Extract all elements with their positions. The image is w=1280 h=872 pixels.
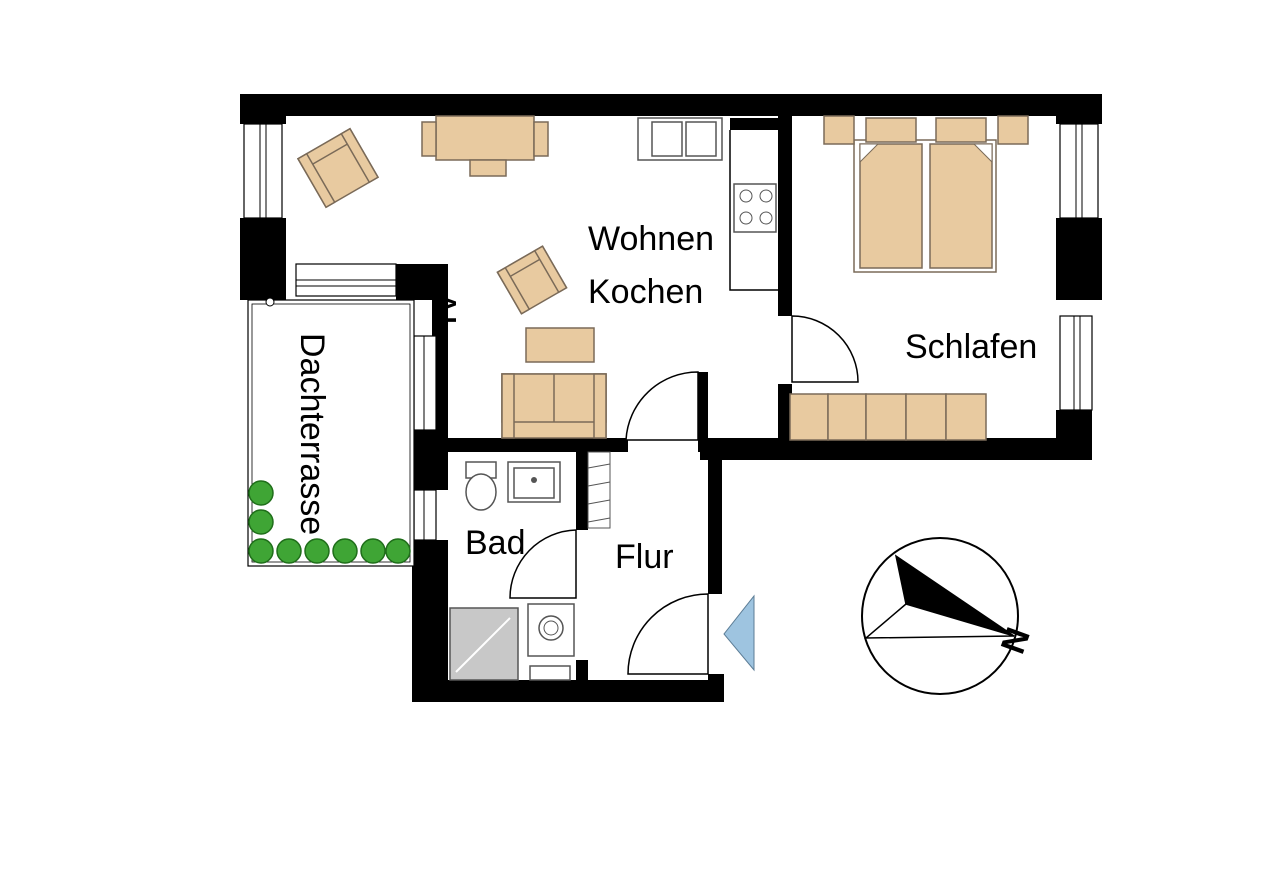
kitchen — [637, 117, 778, 291]
compass — [861, 537, 1019, 695]
windows — [243, 123, 1099, 541]
entrance-marker — [723, 594, 755, 672]
corridor-shelf — [587, 451, 611, 529]
room-label-flur: Flur — [615, 538, 674, 576]
room-label-dachterrasse: Dachterrasse — [293, 333, 331, 535]
coffee-table — [525, 327, 595, 363]
room-label-bad: Bad — [465, 524, 526, 562]
bath-fixtures — [449, 461, 575, 681]
tv-label: TV — [432, 294, 462, 328]
room-label-kochen: Kochen — [588, 273, 703, 311]
room-label-schlafen: Schlafen — [905, 328, 1037, 366]
terrace — [247, 297, 415, 567]
armchair — [296, 127, 380, 209]
armchair — [496, 245, 568, 315]
walls — [240, 94, 1102, 702]
wardrobe — [789, 393, 987, 441]
dining-table — [421, 115, 549, 177]
plants — [248, 480, 411, 564]
bed — [823, 115, 1029, 273]
room-label-wohnen: Wohnen — [588, 220, 714, 258]
door-swings — [509, 315, 859, 675]
sofa — [501, 373, 607, 439]
